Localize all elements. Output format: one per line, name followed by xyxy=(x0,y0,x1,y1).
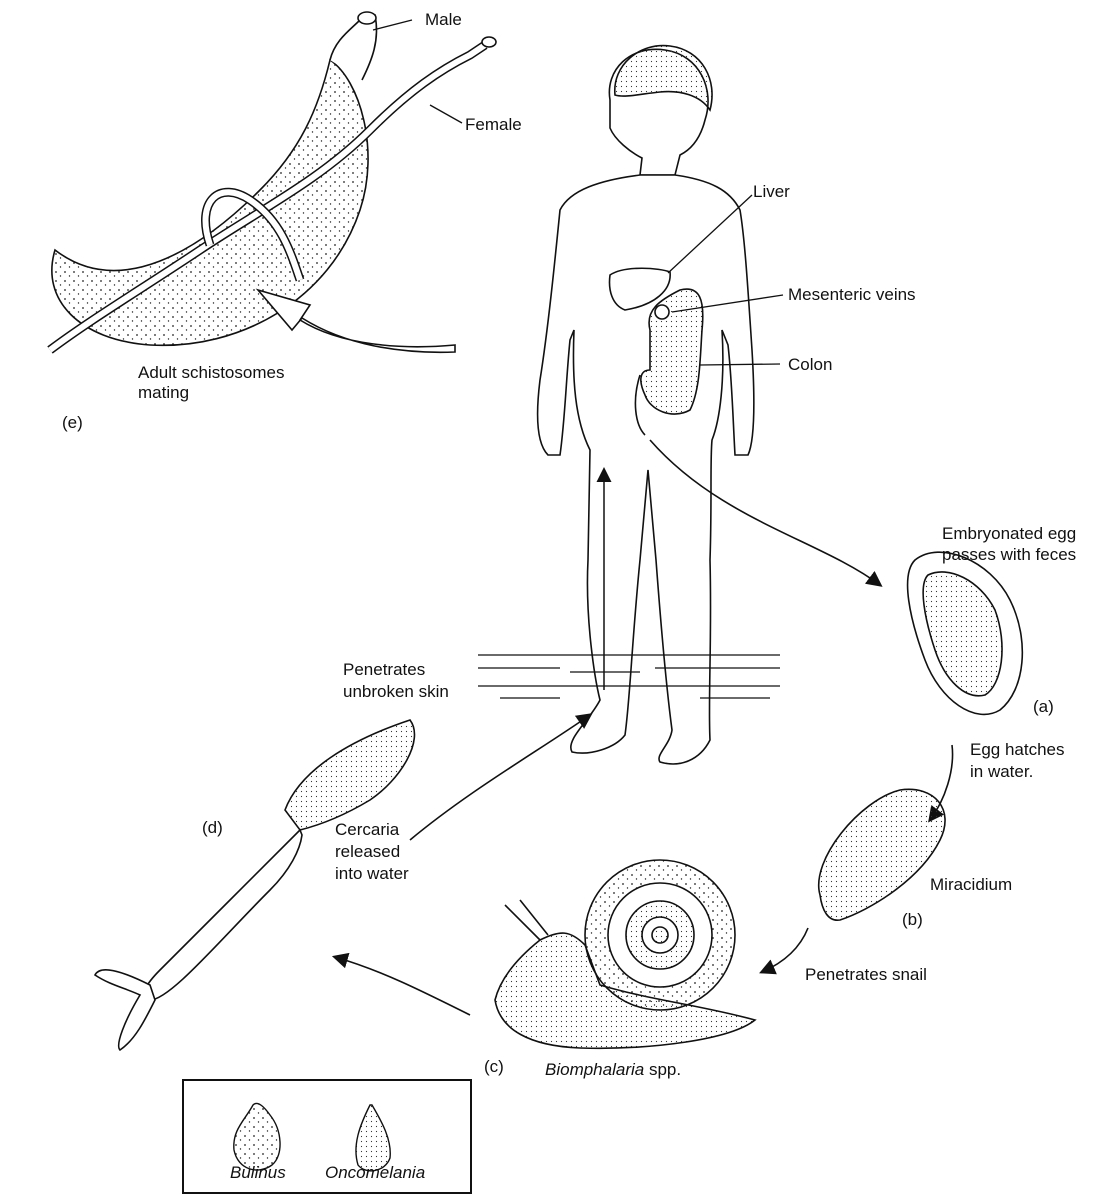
label-e: (e) xyxy=(62,413,83,433)
label-penetrates-line2: unbroken skin xyxy=(343,682,449,702)
label-mesenteric-veins: Mesenteric veins xyxy=(788,285,916,305)
label-liver: Liver xyxy=(753,182,790,202)
label-cercaria-line2: released xyxy=(335,842,400,862)
label-adult-line1: Adult schistosomes xyxy=(138,363,284,383)
label-egg-line2: passes with feces xyxy=(942,545,1076,565)
label-cercaria-line3: into water xyxy=(335,864,409,884)
label-biomphalaria-genus: Biomphalaria xyxy=(545,1060,644,1079)
label-bulinus: Bulinus xyxy=(230,1163,286,1183)
miracidium-illustration xyxy=(819,789,945,920)
label-c: (c) xyxy=(484,1057,504,1077)
snail-illustration xyxy=(495,860,755,1048)
label-male: Male xyxy=(425,10,462,30)
label-biomphalaria-spp: spp. xyxy=(644,1060,681,1079)
label-penetrates-line1: Penetrates xyxy=(343,660,425,680)
label-female: Female xyxy=(465,115,522,135)
label-biomphalaria: Biomphalaria spp. xyxy=(545,1060,681,1080)
label-d: (d) xyxy=(202,818,223,838)
cercaria-illustration xyxy=(95,720,414,1050)
human-figure xyxy=(538,46,754,764)
arrow-to-adults xyxy=(258,290,455,352)
label-hatch-line1: Egg hatches xyxy=(970,740,1065,760)
label-colon: Colon xyxy=(788,355,832,375)
label-oncomelania: Oncomelania xyxy=(325,1163,425,1183)
label-a: (a) xyxy=(1033,697,1054,717)
label-egg-line1: Embryonated egg xyxy=(942,524,1076,544)
egg-illustration xyxy=(908,552,1023,714)
label-adult-line2: mating xyxy=(138,383,189,403)
label-b: (b) xyxy=(902,910,923,930)
label-miracidium: Miracidium xyxy=(930,875,1012,895)
label-cercaria-line1: Cercaria xyxy=(335,820,399,840)
label-penetrates-snail: Penetrates snail xyxy=(805,965,927,985)
label-hatch-line2: in water. xyxy=(970,762,1033,782)
